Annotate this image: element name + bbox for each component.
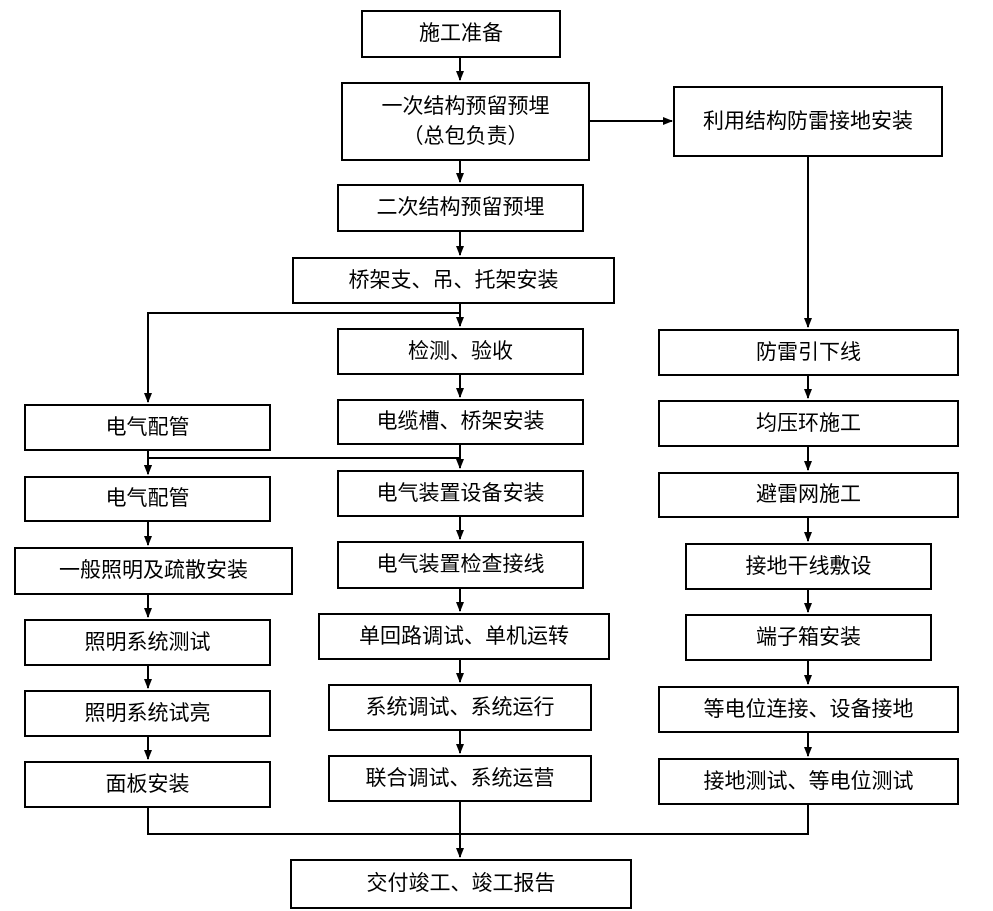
node-handover: 交付竣工、竣工报告 — [290, 859, 632, 909]
node-label: 接地干线敷设 — [745, 553, 872, 578]
node-bracket: 桥架支、吊、托架安装 — [292, 257, 615, 304]
node-label: 利用结构防雷接地安装 — [703, 108, 913, 133]
node-label: 端子箱安装 — [756, 624, 861, 649]
node-conduit-a: 电气配管 — [24, 404, 271, 451]
arrow-bracket-to-conduit — [144, 312, 460, 403]
node-inspect: 检测、验收 — [337, 328, 584, 375]
node-single-loop: 单回路调试、单机运转 — [318, 613, 610, 660]
node-label: 联合调试、系统运营 — [365, 765, 555, 790]
node-panel: 面板安装 — [24, 761, 271, 808]
node-system-debug: 系统调试、系统运行 — [328, 684, 592, 731]
arrow-tray-to-conduit-b — [144, 457, 460, 475]
node-equipotential: 等电位连接、设备接地 — [658, 686, 959, 733]
node-joint-debug: 联合调试、系统运营 — [328, 755, 592, 802]
node-lightning-use: 利用结构防雷接地安装 — [673, 86, 943, 157]
node-down-conductor: 防雷引下线 — [658, 329, 959, 376]
node-label: 面板安装 — [105, 771, 190, 796]
node-label: 均压环施工 — [756, 410, 861, 435]
node-label-line2: （总包负责） — [402, 123, 529, 148]
node-label: 电气装置设备安装 — [376, 480, 545, 505]
node-label: 照明系统测试 — [84, 629, 211, 654]
node-label: 电气配管 — [105, 486, 190, 511]
node-equalizing-ring: 均压环施工 — [658, 400, 959, 447]
node-label: 系统调试、系统运行 — [365, 694, 555, 719]
node-ground-main: 接地干线敷设 — [685, 543, 932, 590]
node-conduit-b: 电气配管 — [24, 476, 271, 522]
node-label: 电气装置检查接线 — [376, 552, 545, 577]
node-label: 照明系统试亮 — [84, 700, 211, 725]
node-label: 交付竣工、竣工报告 — [366, 871, 556, 896]
node-label: 电气配管 — [105, 414, 190, 439]
merge-line-bottom — [147, 805, 809, 835]
node-lighting-test: 照明系统测试 — [24, 619, 271, 666]
node-label: 单回路调试、单机运转 — [359, 623, 569, 648]
node-lighting-trial: 照明系统试亮 — [24, 690, 271, 737]
node-tray: 电缆槽、桥架安装 — [337, 399, 584, 445]
node-label: 一般照明及疏散安装 — [59, 558, 248, 583]
node-label: 桥架支、吊、托架安装 — [348, 267, 559, 292]
node-label: 防雷引下线 — [756, 339, 861, 364]
node-secondary: 二次结构预留预埋 — [337, 184, 584, 232]
node-label: 检测、验收 — [408, 338, 513, 363]
node-label: 等电位连接、设备接地 — [703, 696, 914, 721]
node-label: 接地测试、等电位测试 — [703, 768, 914, 793]
node-device-install: 电气装置设备安装 — [337, 470, 584, 517]
node-label: 施工准备 — [419, 21, 503, 46]
node-primary: 一次结构预留预埋 （总包负责） — [341, 82, 590, 161]
node-label-line1: 一次结构预留预埋 — [381, 94, 550, 119]
node-lighting-install: 一般照明及疏散安装 — [14, 547, 293, 595]
node-terminal-box: 端子箱安装 — [685, 614, 932, 661]
node-device-check: 电气装置检查接线 — [337, 541, 584, 589]
node-label: 电缆槽、桥架安装 — [376, 409, 545, 434]
node-ground-test: 接地测试、等电位测试 — [658, 758, 959, 805]
node-prep: 施工准备 — [361, 10, 561, 58]
node-label: 避雷网施工 — [756, 482, 861, 507]
node-lightning-net: 避雷网施工 — [658, 472, 959, 518]
node-label: 二次结构预留预埋 — [376, 195, 545, 220]
